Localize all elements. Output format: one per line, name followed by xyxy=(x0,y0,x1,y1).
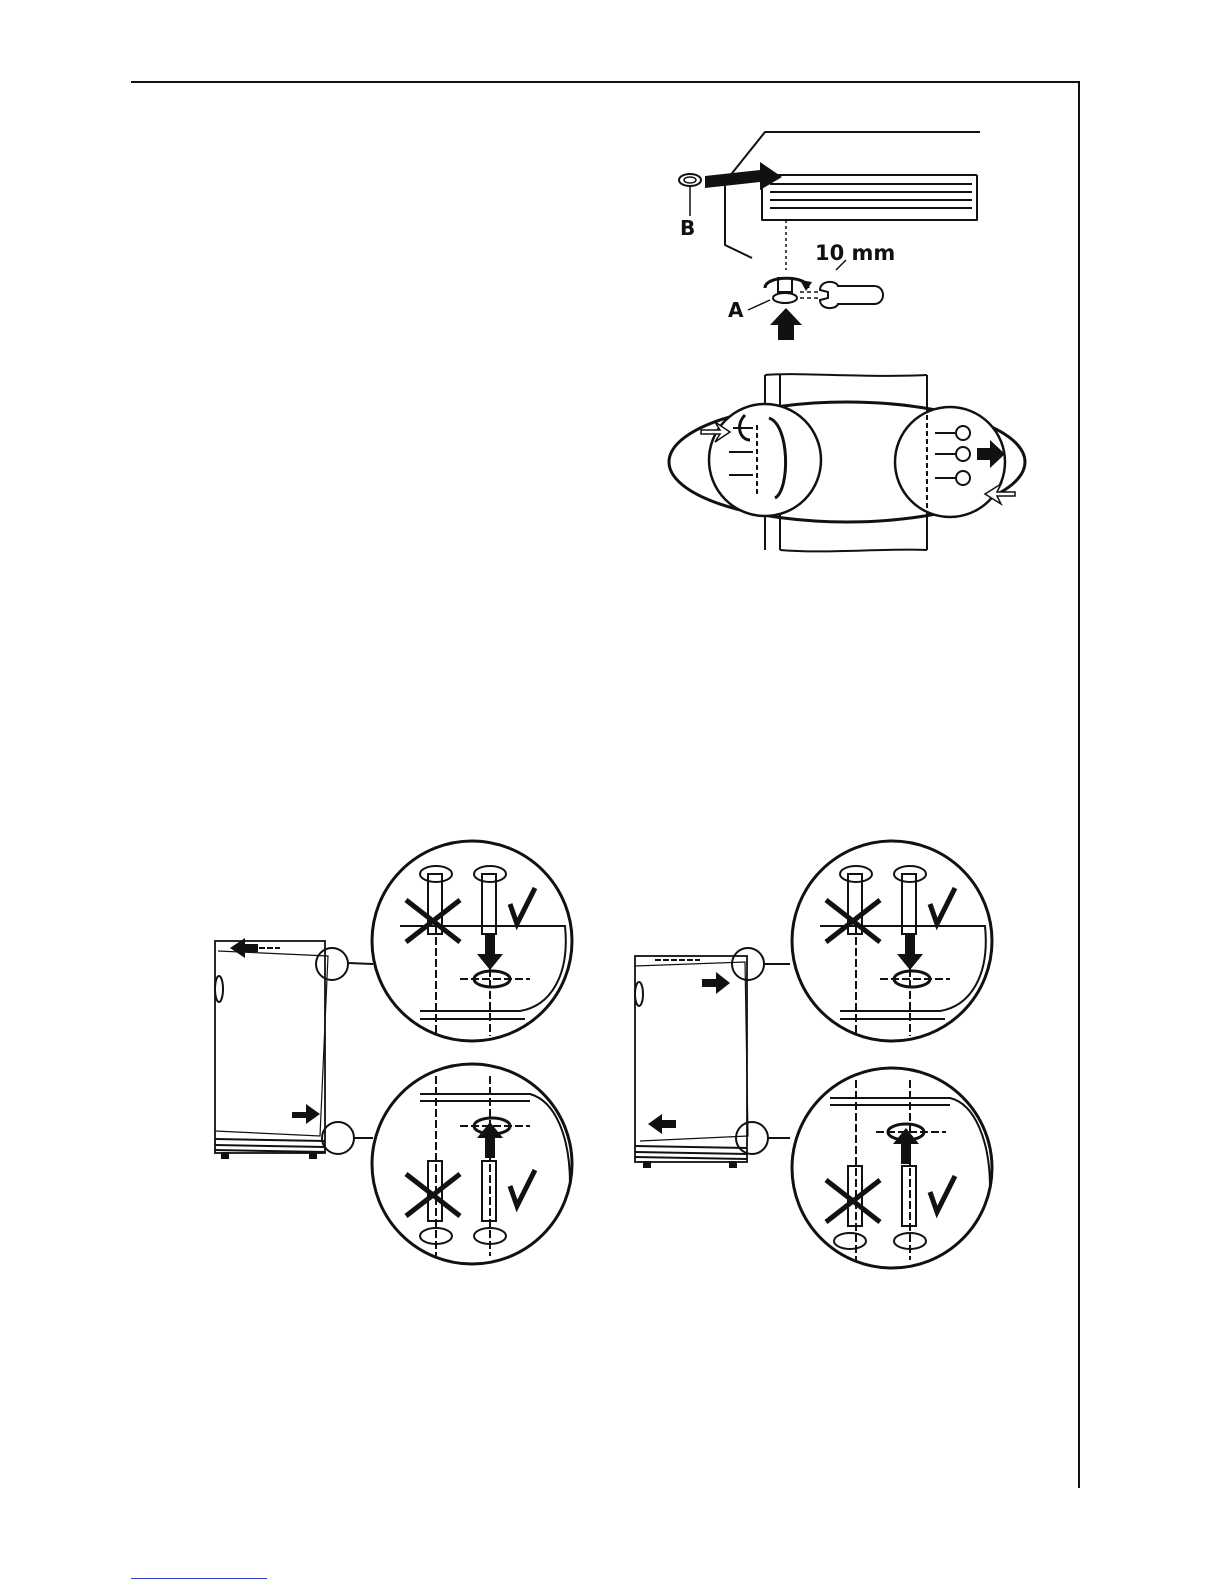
handle-detail-right xyxy=(895,407,1005,517)
arrow-up-icon xyxy=(893,1128,919,1164)
hinge-marker-bottom xyxy=(322,1122,354,1154)
wrench-size-label: 10 mm xyxy=(815,241,895,265)
cap-icon xyxy=(679,174,701,216)
top-rule xyxy=(131,81,1079,83)
hinge-marker-top xyxy=(732,948,764,980)
footer-rule xyxy=(131,1578,267,1579)
cross-icon xyxy=(406,1174,460,1216)
label-a: A xyxy=(728,298,744,322)
arrow-right-icon xyxy=(702,972,730,994)
check-icon xyxy=(930,888,955,924)
arrow-up-icon xyxy=(477,1122,503,1158)
figure-door-alignment-left xyxy=(210,836,585,1276)
cross-icon xyxy=(826,1180,880,1222)
figure-door-alignment-right xyxy=(630,836,1005,1276)
arrow-right-icon xyxy=(705,162,782,190)
cross-icon xyxy=(826,900,880,942)
arrow-left-icon xyxy=(648,1114,676,1134)
check-icon xyxy=(510,1170,535,1206)
check-icon xyxy=(930,1176,955,1212)
wrench-icon xyxy=(800,282,883,308)
arrow-down-icon xyxy=(897,934,923,970)
hinge-marker-bottom xyxy=(736,1122,768,1154)
foot-screw-icon xyxy=(765,220,812,303)
right-margin-rule xyxy=(1078,81,1080,1488)
hinge-marker-top xyxy=(316,948,348,980)
arrow-right-icon xyxy=(292,1104,320,1124)
label-b: B xyxy=(680,216,695,240)
arrow-down-icon xyxy=(477,934,503,970)
figure-foot-adjustment: B A 10 mm xyxy=(660,120,900,345)
figure-handle-reversal xyxy=(665,370,1035,555)
cross-icon xyxy=(406,900,460,942)
handle-detail-left xyxy=(709,404,821,516)
check-icon xyxy=(510,888,535,924)
arrow-up-icon xyxy=(770,308,802,340)
